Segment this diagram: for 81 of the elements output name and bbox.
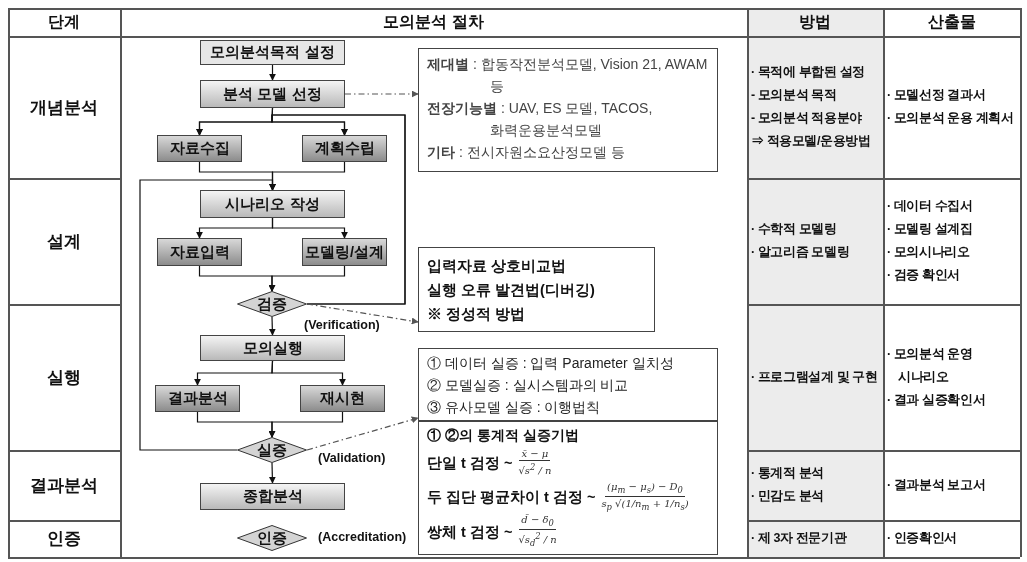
note-box: [418, 247, 655, 332]
text-line: 제대별 : 합동작전분석모델, Vision 21, AWAM 등: [427, 55, 709, 96]
dashed-arrow: [344, 90, 419, 98]
text-line: ① ②의 통계적 실증기법: [427, 426, 580, 445]
arrow: [268, 316, 276, 336]
stage-label: 인증: [47, 528, 81, 550]
formula-denominator: √s$_{d}$$^{2}$ / n: [517, 530, 558, 551]
output-item: · 결과분석 보고서: [887, 476, 986, 494]
formula-numerator: x̄ − μ: [519, 448, 551, 462]
output-item: · 모델링 설계집: [887, 221, 973, 238]
text-line: ※ 정성적 방법: [427, 305, 527, 324]
arrow: [269, 64, 276, 81]
process-box: 모의실행: [200, 335, 345, 361]
method-item: · 제 3자 전문기관: [751, 530, 847, 547]
output-item: · 데이터 수집서: [887, 198, 973, 215]
stage-label: 실행: [47, 366, 81, 389]
column-header: 방법: [799, 11, 831, 32]
method-item: · 통계적 분석: [751, 465, 824, 482]
method-item: · 민감도 분석: [751, 488, 824, 505]
formula-numerator: d̄ − δ$_{0}$: [519, 514, 556, 530]
decision-diamond: 실증: [237, 437, 307, 463]
output-item: · 인증확인서: [887, 530, 958, 547]
method-item: · 프로그램설계 및 구현: [751, 368, 878, 386]
diamond-caption: (Accreditation): [318, 530, 407, 544]
formula-denominator: √s$^{2}$ / n: [517, 461, 553, 478]
diamond-caption: (Validation): [318, 451, 386, 465]
text-line: 두 집단 평균차이 t 검정 ~: [427, 487, 596, 507]
arrow: [271, 217, 348, 239]
diamond-caption: (Verification): [304, 318, 380, 332]
decision-diamond: 검증: [237, 291, 307, 317]
method-item: - 모의분석 목적: [751, 87, 837, 104]
note-box: [418, 48, 718, 172]
method-item: · 목적에 부합된 설정: [751, 64, 865, 81]
arrow: [268, 265, 346, 292]
dashed-arrow: [306, 303, 419, 325]
process-box: 분석 모델 선정: [200, 80, 345, 108]
decision-diamond: 인증: [237, 525, 307, 551]
process-box: 모의분석목적 설정: [200, 40, 345, 65]
arrow: [268, 411, 344, 438]
method-item: ⇒ 적용모델/운용방법: [751, 133, 871, 150]
formula-denominator: s$_{p}$ √(1/n$_{m}$ + 1/n$_{s}$): [600, 496, 690, 514]
formula-numerator: (μ$_{m}$ − μ$_{s}$) − D$_{0}$: [605, 480, 685, 497]
note-box: [418, 348, 718, 421]
output-item: · 검증 확인서: [887, 267, 960, 284]
text-line: ① 데이터 실증 : 입력 Parameter 일치성: [427, 354, 675, 373]
stage-label: 설계: [47, 230, 81, 253]
dashed-arrow: [306, 416, 419, 451]
output-item: · 모델선정 결과서: [887, 87, 986, 104]
arrow: [268, 462, 276, 484]
process-box: 계획수립: [302, 135, 387, 162]
process-box: 결과분석: [155, 385, 240, 412]
method-item: · 알고리즘 모델링: [751, 244, 850, 261]
process-box: 자료입력: [157, 238, 242, 266]
arrow: [271, 114, 406, 305]
column-header: 모의분석 절차: [383, 11, 484, 32]
process-box: 종합분석: [200, 483, 345, 510]
arrow: [139, 179, 276, 451]
text-line: 단일 t 검정 ~: [427, 453, 513, 473]
text-line: 입력자료 상호비교법: [427, 257, 568, 276]
text-line: 쌍체 t 검정 ~: [427, 522, 513, 542]
output-item: · 결과 실증확인서: [887, 391, 986, 409]
column-header: 산출물: [927, 11, 976, 32]
text-line: 전장기능별 : UAV, ES 모델, TACOS, 화력운용분석모델: [427, 99, 654, 140]
stage-label: 개념분석: [30, 96, 98, 119]
process-box: 재시현: [300, 385, 385, 412]
process-box: 모델링/설계: [302, 238, 387, 266]
column-header: 단계: [48, 11, 80, 32]
text-line: ② 모델실증 : 실시스템과의 비교: [427, 376, 630, 395]
process-box: 시나리오 작성: [200, 190, 345, 218]
text-line: ③ 유사모델 실증 : 이행법칙: [427, 398, 602, 417]
output-item: · 모의분석 운용 계획서: [887, 110, 1014, 127]
note-box: [418, 421, 718, 555]
output-item: · 모의시나리오: [887, 244, 971, 261]
stage-label: 결과분석: [30, 474, 98, 497]
process-box: 자료수집: [157, 135, 242, 162]
text-line: 실행 오류 발견법(디버깅): [427, 281, 596, 300]
text-line: 기타 : 전시자원소요산정모델 등: [427, 143, 626, 162]
arrow: [271, 360, 346, 386]
output-item: · 모의분석 운영 시나리오: [887, 345, 974, 386]
method-item: · 수학적 모델링: [751, 221, 837, 238]
method-item: - 모의분석 적용분야: [751, 110, 862, 127]
